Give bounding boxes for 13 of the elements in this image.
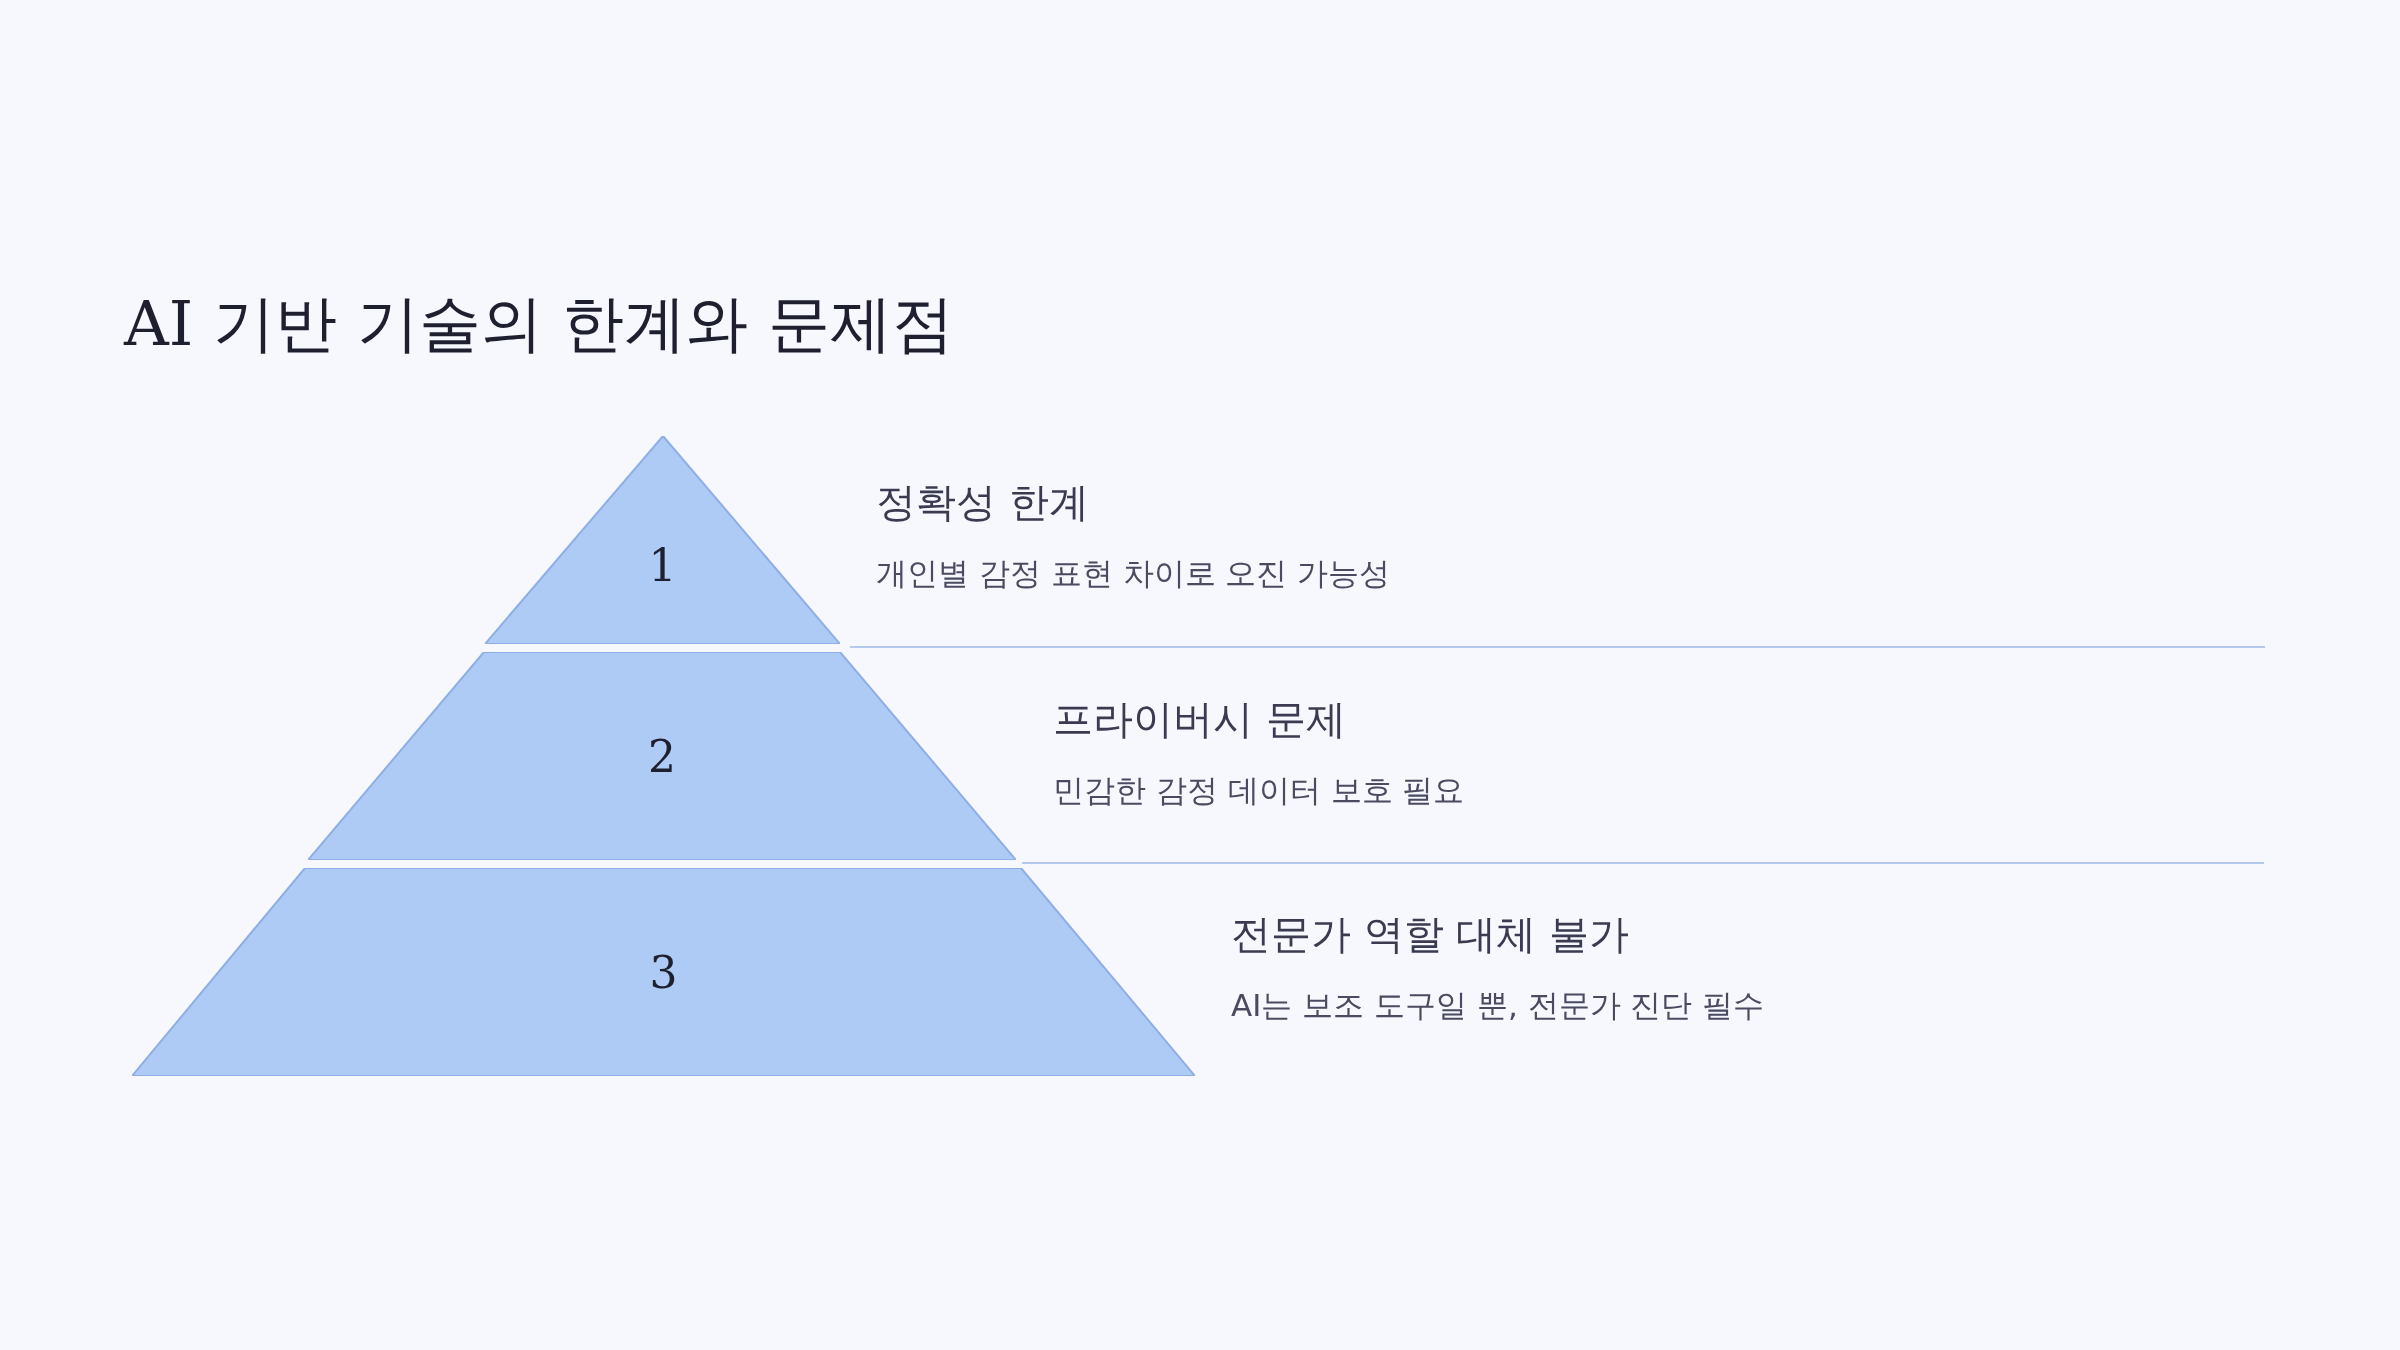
pyramid-tier bbox=[485, 436, 840, 644]
tier-description: AI는 보조 도구일 뿐, 전문가 진단 필수 bbox=[1231, 986, 1765, 1025]
tier-number: 1 bbox=[648, 539, 677, 591]
pyramid-tier bbox=[132, 868, 1195, 1076]
tier-heading: 정확성 한계 bbox=[876, 478, 1089, 527]
tier-heading: 프라이버시 문제 bbox=[1053, 695, 1346, 744]
tier-description: 개인별 감정 표현 차이로 오진 가능성 bbox=[876, 554, 1391, 593]
title: AI 기반 기술의 한계와 문제점 bbox=[124, 286, 955, 362]
tier-heading: 전문가 역할 대체 불가 bbox=[1231, 910, 1630, 959]
tier-description: 민감한 감정 데이터 보호 필요 bbox=[1053, 771, 1465, 810]
pyramid-tier bbox=[308, 652, 1016, 860]
tier-number: 3 bbox=[649, 946, 678, 998]
tier-number: 2 bbox=[648, 730, 676, 782]
